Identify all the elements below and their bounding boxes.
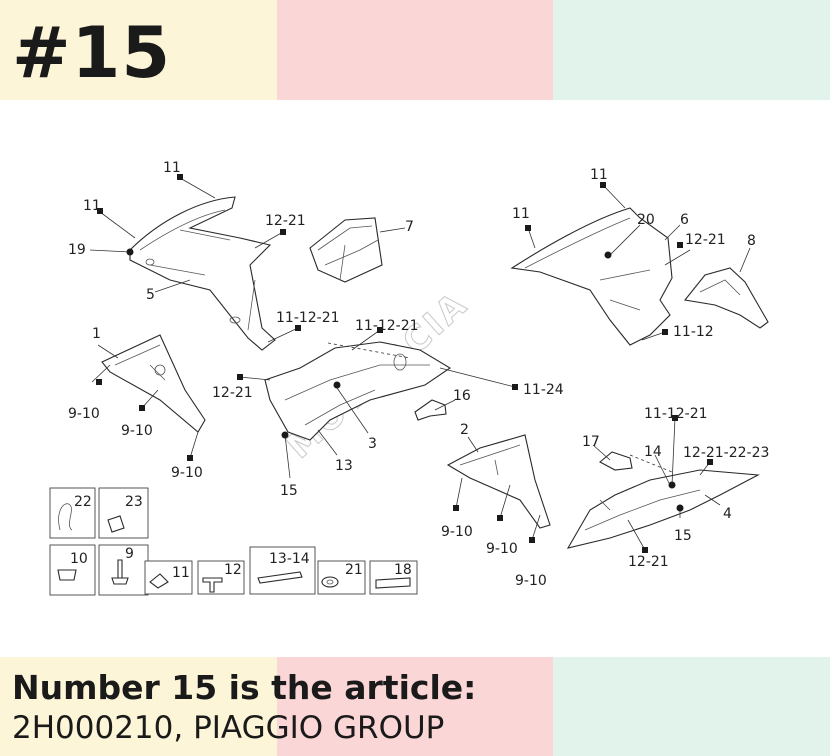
callout-11-12-21: 11-12-21 xyxy=(644,406,708,422)
top-color-band xyxy=(0,0,830,100)
hardware-label-11: 11 xyxy=(172,565,190,581)
hardware-label-9: 9 xyxy=(125,546,134,562)
air-duct-part xyxy=(309,217,383,283)
callout-7: 7 xyxy=(405,219,414,235)
small-bracket-part xyxy=(414,399,447,421)
hardware-label-12: 12 xyxy=(224,562,242,578)
right-air-duct-part xyxy=(683,267,769,329)
callout-2: 2 xyxy=(460,422,469,438)
callout-11: 11 xyxy=(163,160,181,176)
callout-12-21-22-23: 12-21-22-23 xyxy=(683,445,769,461)
callout-9-10: 9-10 xyxy=(515,573,547,589)
callout-15: 15 xyxy=(674,528,692,544)
upper-left-fairing-part xyxy=(129,196,276,351)
hardware-box-23: 23 xyxy=(98,487,149,539)
hardware-box-18: 18 xyxy=(369,560,418,595)
hardware-box-9: 9 xyxy=(98,544,149,596)
hardware-box-21: 21 xyxy=(317,560,366,595)
lower-left-belly-part xyxy=(264,341,452,441)
hardware-label-18: 18 xyxy=(394,562,412,578)
callout-11-12-21: 11-12-21 xyxy=(355,318,419,334)
hardware-box-11: 11 xyxy=(144,560,193,595)
callout-9-10: 9-10 xyxy=(68,406,100,422)
caption-article-number: 2H000210, PIAGGIO GROUP xyxy=(12,710,445,746)
callout-20: 20 xyxy=(637,212,655,228)
callout-13: 13 xyxy=(335,458,353,474)
hardware-box-13-14: 13-14 xyxy=(249,546,316,595)
marker-points xyxy=(96,174,713,553)
callout-12-21: 12-21 xyxy=(628,554,669,570)
hardware-label-23: 23 xyxy=(125,494,143,510)
callout-12-21: 12-21 xyxy=(212,385,253,401)
hardware-legend: 22 23 10 9 11 12 13- xyxy=(49,487,418,596)
callout-11: 11 xyxy=(83,198,101,214)
hardware-label-22: 22 xyxy=(74,494,92,510)
callout-11: 11 xyxy=(512,206,530,222)
bottom-color-band xyxy=(0,657,830,756)
lower-right-belly-part xyxy=(566,469,760,549)
caption-heading: Number 15 is the article: xyxy=(12,668,477,707)
hardware-box-10: 10 xyxy=(49,544,96,596)
callout-8: 8 xyxy=(747,233,756,249)
callout-9-10: 9-10 xyxy=(121,423,153,439)
callout-4: 4 xyxy=(723,506,732,522)
callout-9-10: 9-10 xyxy=(441,524,473,540)
callout-6: 6 xyxy=(680,212,689,228)
callout-11-24: 11-24 xyxy=(523,382,564,398)
callout-11-12-21: 11-12-21 xyxy=(276,310,340,326)
hardware-label-13-14: 13-14 xyxy=(269,551,310,567)
upper-bracket-part xyxy=(599,451,633,471)
callout-17: 17 xyxy=(582,434,600,450)
leader-lines xyxy=(89,177,751,551)
callout-9-10: 9-10 xyxy=(171,465,203,481)
callout-19: 19 xyxy=(68,242,86,258)
hardware-box-12: 12 xyxy=(197,560,245,595)
upper-right-fairing-part xyxy=(510,207,673,346)
item-number-title: #15 xyxy=(12,12,172,94)
callout-1: 1 xyxy=(92,326,101,342)
hardware-box-22: 22 xyxy=(49,487,96,539)
callout-3: 3 xyxy=(368,436,377,452)
hardware-label-21: 21 xyxy=(345,562,363,578)
callout-16: 16 xyxy=(453,388,471,404)
callout-15: 15 xyxy=(280,483,298,499)
callout-labels: 11 11 19 12-21 7 5 11-12-21 1 9-10 9-10 … xyxy=(68,160,769,589)
callout-9-10: 9-10 xyxy=(486,541,518,557)
callout-12-21: 12-21 xyxy=(265,213,306,229)
hardware-label-10: 10 xyxy=(70,551,88,567)
callout-12-21: 12-21 xyxy=(685,232,726,248)
exploded-parts-diagram: MOTORCIA xyxy=(49,160,769,596)
inner-left-panel-part xyxy=(101,334,206,433)
callout-11-12: 11-12 xyxy=(673,324,714,340)
callout-11: 11 xyxy=(590,167,608,183)
inner-right-panel-part xyxy=(446,434,551,529)
callout-14: 14 xyxy=(644,444,662,460)
callout-5: 5 xyxy=(146,287,155,303)
